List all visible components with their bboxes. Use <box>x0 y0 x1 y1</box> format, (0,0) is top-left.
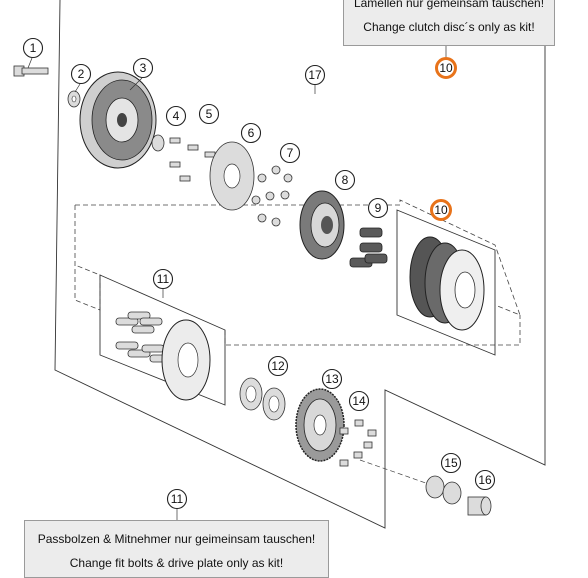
svg-text:4: 4 <box>173 109 180 123</box>
part-13-gear <box>295 388 345 462</box>
part-5-screws <box>169 137 216 182</box>
part-14-small-parts <box>339 419 377 467</box>
part-15-bearings <box>425 475 462 505</box>
part-16-bushing <box>467 496 492 516</box>
callout-4: 4 <box>165 105 187 127</box>
svg-text:2: 2 <box>78 67 85 81</box>
part-4-washer <box>151 134 165 152</box>
callout-3: 3 <box>132 57 154 79</box>
svg-text:17: 17 <box>308 68 322 82</box>
callout-12: 12 <box>267 355 289 377</box>
svg-text:8: 8 <box>342 173 349 187</box>
part-9-springs <box>349 227 388 268</box>
svg-text:12: 12 <box>271 359 285 373</box>
callout-8: 8 <box>334 169 356 191</box>
note-top-line-2: Change clutch disc´s only as kit! <box>363 20 535 34</box>
callout-5: 5 <box>198 103 220 125</box>
part-8-pressure-plate <box>299 190 345 260</box>
part-10-clutch-discs <box>409 236 485 331</box>
svg-text:7: 7 <box>287 146 294 160</box>
callout-15: 15 <box>440 452 462 474</box>
part-3-clutch-basket <box>79 71 157 169</box>
dashed-kit-outline-2 <box>75 199 521 316</box>
part-7-balls <box>251 165 293 227</box>
kit-box-10 <box>396 209 496 356</box>
note-fit-bolts-kit: Passbolzen & Mitnehmer nur geimeinsam ta… <box>24 520 329 578</box>
part-6-plate <box>209 141 255 211</box>
note-clutch-discs-kit: Lamellen nur gemeinsam tauschen! Change … <box>343 0 555 46</box>
callout-6: 6 <box>240 122 262 144</box>
svg-text:15: 15 <box>444 456 458 470</box>
svg-text:6: 6 <box>248 126 255 140</box>
svg-text:9: 9 <box>375 201 382 215</box>
callout-11-note: 11 <box>166 488 188 510</box>
callout-16: 16 <box>474 469 496 491</box>
part-2-washer <box>67 90 81 108</box>
note-top-line-1: Lamellen nur gemeinsam tauschen! <box>353 0 545 10</box>
dashed-kit-outline-3 <box>224 315 521 346</box>
callout-13: 13 <box>321 368 343 390</box>
svg-text:16: 16 <box>478 473 492 487</box>
callout-7: 7 <box>279 142 301 164</box>
dashed-kit-outline <box>74 205 101 311</box>
part-11-drive-plate <box>161 319 211 401</box>
svg-text:1: 1 <box>30 41 37 55</box>
note-bottom-line-1: Passbolzen & Mitnehmer nur geimeinsam ta… <box>37 532 316 546</box>
svg-text:5: 5 <box>206 107 213 121</box>
svg-text:13: 13 <box>325 372 339 386</box>
callout-11-box: 11 <box>152 268 174 290</box>
svg-text:3: 3 <box>140 61 147 75</box>
callout-10-box: 10 <box>430 199 452 221</box>
callout-17: 17 <box>304 64 326 86</box>
callout-1: 1 <box>22 37 44 59</box>
svg-text:11: 11 <box>157 272 170 286</box>
svg-text:11: 11 <box>171 492 184 506</box>
note-bottom-line-2: Change fit bolts & drive plate only as k… <box>69 556 284 570</box>
axis-line <box>359 459 441 489</box>
svg-text:10: 10 <box>434 203 448 217</box>
svg-text:10: 10 <box>439 61 453 75</box>
callout-14: 14 <box>348 390 370 412</box>
callout-2: 2 <box>70 63 92 85</box>
kit-box-11 <box>99 274 226 406</box>
svg-text:14: 14 <box>352 394 366 408</box>
part-1-bolt <box>13 65 49 77</box>
callout-10-top: 10 <box>435 57 457 79</box>
part-12-washers <box>239 377 286 421</box>
leader-lines <box>27 40 447 521</box>
callout-9: 9 <box>367 197 389 219</box>
